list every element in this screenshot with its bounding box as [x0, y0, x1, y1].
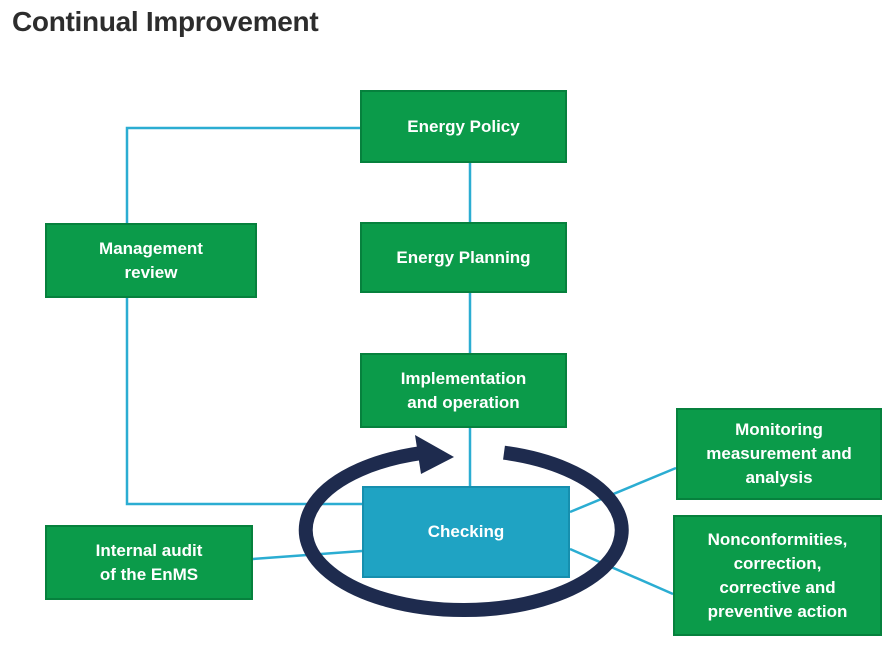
page-title: Continual Improvement [12, 6, 319, 37]
node-nonconformities-corrective-action: Nonconformities, correction, corrective … [673, 515, 882, 636]
cycle-arrow-ring [298, 445, 629, 618]
node-energy-policy: Energy Policy [360, 90, 567, 163]
node-monitoring-measurement-analysis: Monitoring measurement and analysis [676, 408, 882, 500]
node-implementation-and-operation: Implementation and operation [360, 353, 567, 428]
connector-checking-monitoring [569, 466, 677, 514]
connector-checking-nonconformities [569, 547, 674, 596]
node-checking: Checking [362, 486, 570, 578]
node-internal-audit-enms: Internal audit of the EnMS [45, 525, 253, 600]
connector-policy-review-checking [125, 126, 362, 506]
node-management-review: Management review [45, 223, 257, 298]
node-energy-planning: Energy Planning [360, 222, 567, 293]
cycle-arrow-head [415, 435, 454, 474]
